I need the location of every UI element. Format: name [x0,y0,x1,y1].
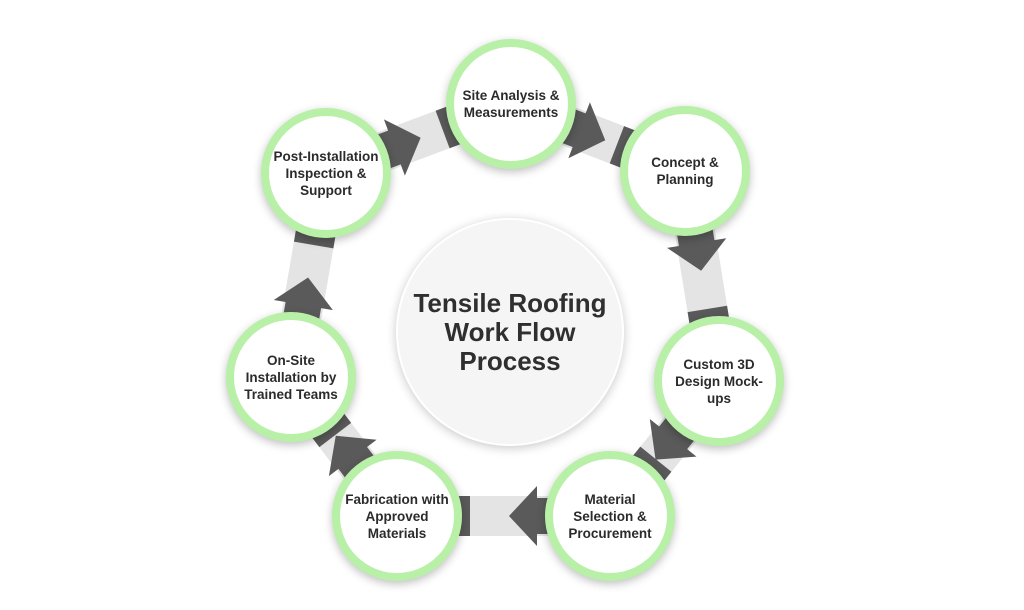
step-3d-design: Custom 3D Design Mock-ups [654,316,784,446]
step-label: Material Selection & Procurement [568,491,652,541]
flow-arrow-icon [273,277,333,322]
step-label: On-Site Installation by Trained Teams [244,352,338,402]
step-installation: On-Site Installation by Trained Teams [226,312,356,442]
step-label: Fabrication with Approved Materials [345,491,449,541]
step-fabrication: Fabrication with Approved Materials [332,451,462,581]
step-label: Post-Installation Inspection & Support [273,148,379,198]
center-hub: Tensile Roofing Work Flow Process [396,218,624,446]
step-concept-planning: Concept & Planning [620,106,750,236]
step-label: Custom 3D Design Mock-ups [675,356,763,406]
flow-arrow-icon [509,486,551,546]
center-title: Tensile Roofing Work Flow Process [413,287,607,376]
flow-arrow-icon [328,435,377,481]
step-material-selection: Material Selection & Procurement [545,451,675,581]
step-label: Site Analysis & Measurements [462,88,560,120]
flow-arrow-icon [667,226,727,271]
step-site-analysis: Site Analysis & Measurements [446,39,576,169]
step-inspection-support: Post-Installation Inspection & Support [261,108,391,238]
flow-arrow-icon [649,415,697,460]
step-label: Concept & Planning [651,155,719,187]
